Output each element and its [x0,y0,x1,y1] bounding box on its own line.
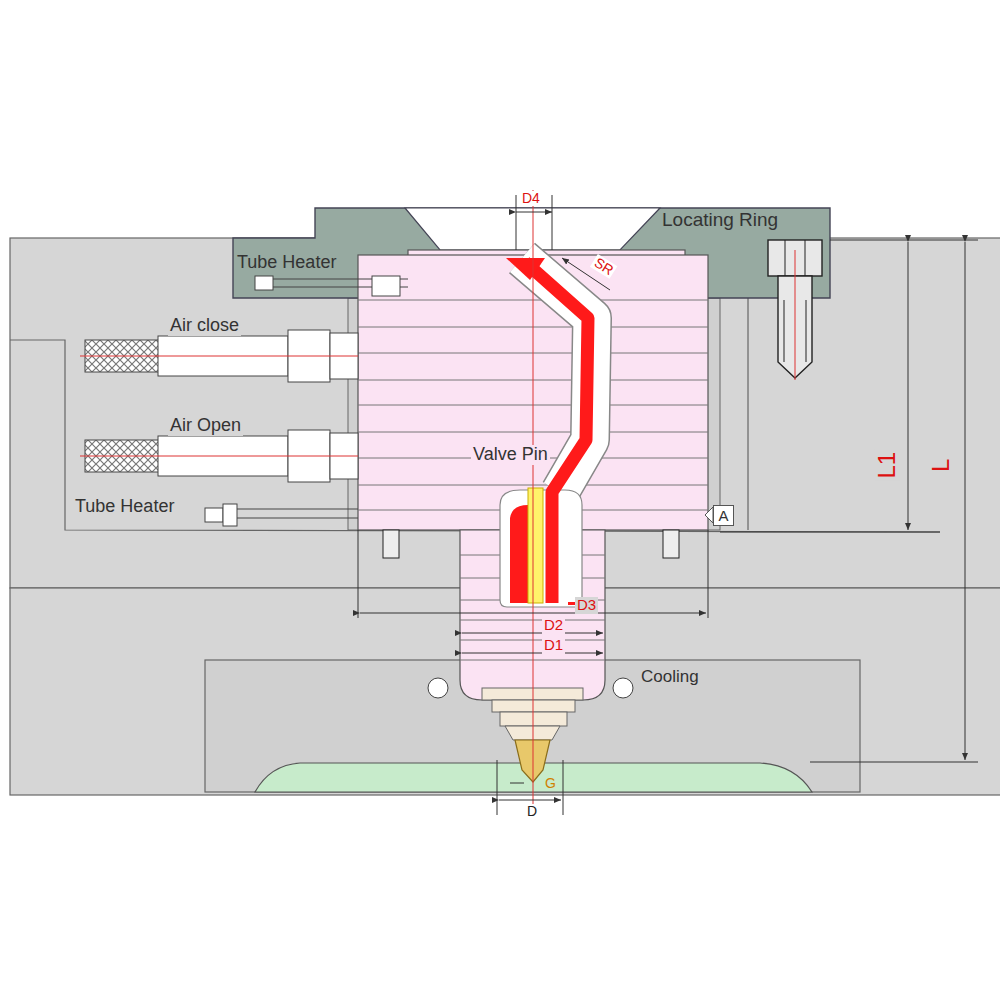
air-fittings [80,330,358,482]
part-name: Cooling [639,668,701,687]
port-name: Air close [168,316,241,336]
bolt [768,240,822,380]
dimension-label: L [928,457,954,474]
dimension-label: D2 [542,617,565,634]
dimension-lines [358,190,978,815]
datum-letter: A [718,507,728,524]
dimension-label: D3 [575,597,598,614]
part-name: Valve Pin [471,445,550,465]
heater-leads [205,276,408,526]
port-name: Air Open [168,416,243,436]
part-name: Tube Heater [235,253,338,273]
dimension-label: D4 [520,191,542,206]
dimension-label: D1 [542,637,565,654]
part-name: Locating Ring [660,210,780,231]
dimension-label: D [525,804,539,819]
datum-box: A [713,505,734,526]
melt-channel [500,258,592,607]
part-name: Tube Heater [73,497,176,517]
mould-plates [10,238,1000,795]
dimension-label: L1 [874,450,900,481]
cooling-channels [428,678,633,698]
dimension-label: SR [590,254,618,279]
dimension-label: G [543,776,558,791]
